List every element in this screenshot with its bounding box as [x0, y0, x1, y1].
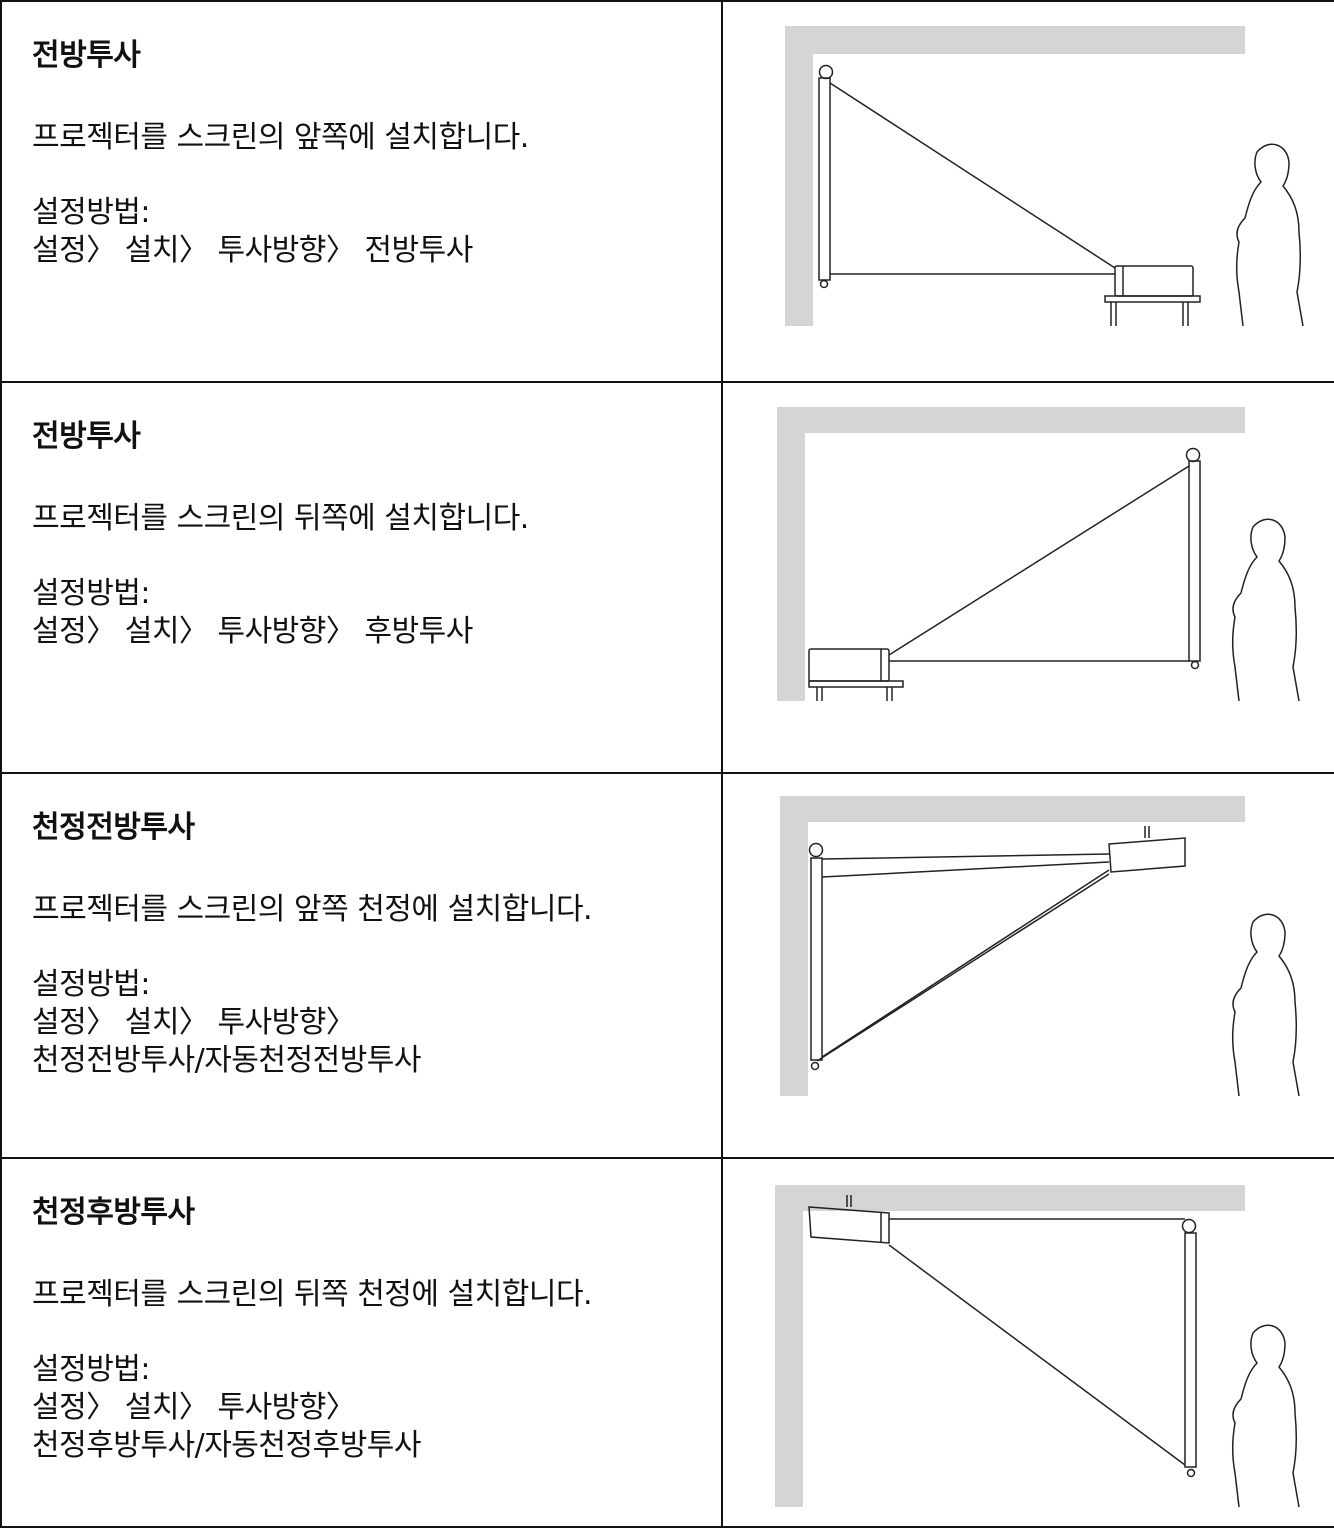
table-row: 전방투사 프로젝터를 스크린의 뒤쪽에 설치합니다. 설정방법: 설정〉 설치〉… — [0, 381, 1334, 774]
screen-icon — [1184, 1232, 1197, 1468]
illustration-cell — [721, 772, 1334, 1159]
projection-beam-bottom — [888, 1244, 1186, 1466]
screen-roller-icon — [1181, 1218, 1197, 1234]
projector-icon — [808, 1195, 890, 1244]
table-row: 천정전방투사 프로젝터를 스크린의 앞쪽 천정에 설치합니다. 설정방법: 설정… — [0, 772, 1334, 1159]
mode-title: 천정후방투사 — [32, 1195, 195, 1230]
settings-path: 설정〉 설치〉 투사방향〉 후방투사 — [32, 614, 473, 649]
person-silhouette-icon — [1231, 518, 1300, 702]
wall-ceiling-shape — [780, 796, 1245, 1096]
person-silhouette-icon — [1231, 1324, 1300, 1508]
wall-ceiling-shape — [777, 407, 1245, 701]
mode-title: 천정전방투사 — [32, 810, 195, 845]
projection-beam-top — [821, 853, 1110, 860]
screen-icon — [810, 857, 823, 1061]
rear-ceiling-projection-illustration — [775, 1185, 1300, 1508]
text-cell: 전방투사 프로젝터를 스크린의 앞쪽에 설치합니다. 설정방법: 설정〉 설치〉… — [0, 0, 723, 383]
projector-icon — [808, 648, 890, 682]
projector-icon — [1114, 265, 1194, 297]
screen-roller-icon — [1185, 447, 1201, 463]
front-floor-projection-illustration — [785, 26, 1304, 327]
rear-floor-projection-illustration — [777, 407, 1300, 702]
screen-icon — [1188, 460, 1201, 662]
person-silhouette-icon — [1235, 143, 1304, 327]
mode-description: 프로젝터를 스크린의 앞쪽에 설치합니다. — [32, 120, 529, 155]
mode-title: 전방투사 — [32, 419, 141, 454]
settings-path: 천정전방투사/자동천정전방투사 — [32, 1043, 422, 1078]
settings-path: 설정〉 설치〉 투사방향〉 전방투사 — [32, 233, 473, 268]
text-cell: 천정전방투사 프로젝터를 스크린의 앞쪽 천정에 설치합니다. 설정방법: 설정… — [0, 772, 723, 1159]
mode-title: 전방투사 — [32, 38, 141, 73]
screen-roller-icon — [808, 842, 824, 858]
table-icon — [1104, 295, 1201, 326]
settings-path-label: 설정방법: — [32, 967, 151, 1002]
wall-ceiling-shape — [785, 26, 1245, 326]
mode-description: 프로젝터를 스크린의 뒤쪽 천정에 설치합니다. — [32, 1277, 593, 1312]
settings-path-label: 설정방법: — [32, 576, 151, 611]
illustration-cell — [721, 0, 1334, 383]
settings-path: 설정〉 설치〉 투사방향〉 — [32, 1390, 356, 1425]
settings-path-label: 설정방법: — [32, 195, 151, 230]
projection-beam-top — [829, 82, 1116, 269]
screen-icon — [818, 77, 831, 281]
projection-beam-bottom — [821, 869, 1110, 1058]
text-cell: 천정후방투사 프로젝터를 스크린의 뒤쪽 천정에 설치합니다. 설정방법: 설정… — [0, 1157, 723, 1528]
screen-roller-icon — [818, 64, 834, 80]
mode-description: 프로젝터를 스크린의 뒤쪽에 설치합니다. — [32, 501, 529, 536]
illustration-cell — [721, 1157, 1334, 1528]
person-silhouette-icon — [1231, 913, 1300, 1097]
text-cell: 전방투사 프로젝터를 스크린의 뒤쪽에 설치합니다. 설정방법: 설정〉 설치〉… — [0, 381, 723, 774]
projector-icon — [1108, 826, 1186, 873]
table-row: 전방투사 프로젝터를 스크린의 앞쪽에 설치합니다. 설정방법: 설정〉 설치〉… — [0, 0, 1334, 383]
front-ceiling-projection-illustration — [780, 796, 1300, 1097]
table-row: 천정후방투사 프로젝터를 스크린의 뒤쪽 천정에 설치합니다. 설정방법: 설정… — [0, 1157, 1334, 1528]
settings-path: 천정후방투사/자동천정후방투사 — [32, 1428, 422, 1463]
illustration-cell — [721, 381, 1334, 774]
table-icon — [808, 680, 904, 701]
wall-ceiling-shape — [775, 1185, 1245, 1507]
projection-beam-top — [888, 465, 1190, 656]
mode-description: 프로젝터를 스크린의 앞쪽 천정에 설치합니다. — [32, 892, 593, 927]
settings-path: 설정〉 설치〉 투사방향〉 — [32, 1005, 356, 1040]
settings-path-label: 설정방법: — [32, 1352, 151, 1387]
